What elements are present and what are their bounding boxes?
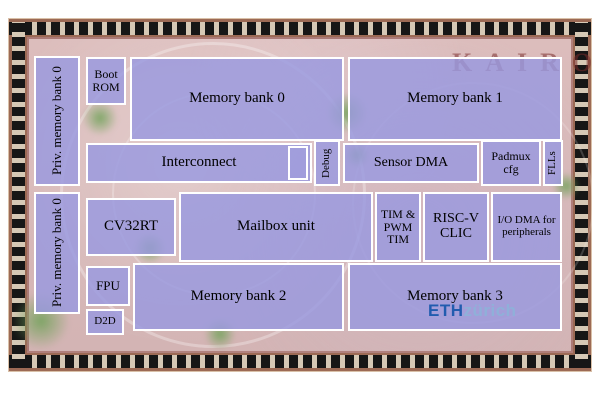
block-debug: Debug	[314, 140, 340, 186]
block-interconnect: Interconnect	[86, 143, 312, 183]
bond-pad-column-right	[575, 22, 588, 368]
block-flls: FLLs	[543, 140, 563, 186]
block-memory-bank-2: Memory bank 2	[133, 263, 344, 331]
block-mailbox-unit: Mailbox unit	[179, 192, 373, 262]
block-sensor-dma: Sensor DMA	[343, 143, 479, 183]
block-padmux-cfg: Padmux cfg	[481, 140, 541, 186]
interconnect-port-block	[288, 146, 308, 180]
bond-pad-row-top	[9, 22, 591, 35]
block-tim-pwm-tim: TIM & PWM TIM	[375, 192, 421, 262]
block-memory-bank-0: Memory bank 0	[130, 57, 344, 141]
block-io-dma-peripherals: I/O DMA for peripherals	[491, 192, 562, 262]
bond-pad-column-left	[12, 22, 25, 368]
block-fpu: FPU	[86, 266, 130, 306]
block-cv32rt: CV32RT	[86, 198, 176, 256]
block-risc-v-clic: RISC-V CLIC	[423, 192, 489, 262]
block-boot-rom: Boot ROM	[86, 57, 126, 105]
block-priv-memory-bank-0-bottom: Priv. memory bank 0	[34, 192, 80, 314]
block-memory-bank-1: Memory bank 1	[348, 57, 562, 141]
bond-pad-row-bottom	[9, 355, 591, 368]
block-priv-memory-bank-0-top: Priv. memory bank 0	[34, 56, 80, 186]
block-d2d: D2D	[86, 309, 124, 335]
block-memory-bank-3: Memory bank 3	[348, 263, 562, 331]
